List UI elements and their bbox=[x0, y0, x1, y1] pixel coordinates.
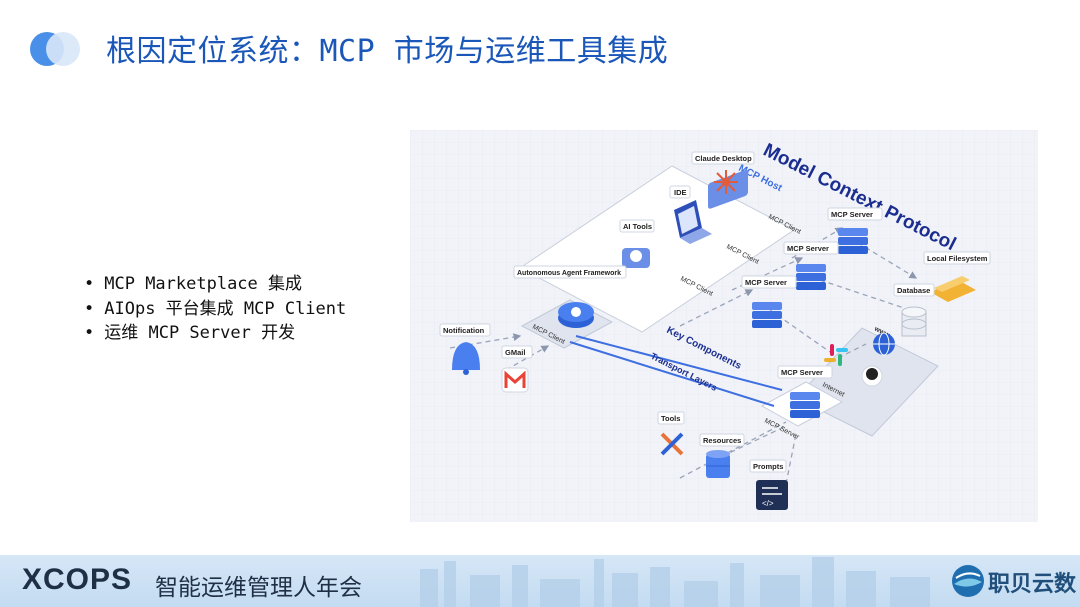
notification-label: Notification bbox=[443, 326, 485, 335]
slack-icon bbox=[824, 344, 848, 366]
mcp-server-node: MCP Server bbox=[783, 241, 839, 290]
svg-text:MCP Server: MCP Server bbox=[745, 278, 787, 287]
resources-icon bbox=[706, 450, 730, 478]
footer-brand: XCOPS bbox=[22, 563, 133, 596]
prompts-label: Prompts bbox=[753, 462, 783, 471]
city-skyline-graphic bbox=[420, 557, 930, 607]
tools-icon bbox=[660, 432, 684, 456]
company-name: 职贝云数 bbox=[988, 572, 1077, 597]
mcp-client-hub-icon bbox=[558, 302, 594, 328]
mcp-architecture-diagram: Model Context Protocol MCP Host Claude D… bbox=[410, 130, 1038, 522]
agent-framework-label: Autonomous Agent Framework bbox=[517, 270, 621, 277]
footer-event-name: 智能运维管理人年会 bbox=[155, 575, 362, 601]
slide-title: 根因定位系统：MCP 市场与运维工具集成 bbox=[106, 34, 669, 69]
ai-tools-icon bbox=[622, 248, 650, 268]
prompts-icon: </> bbox=[756, 480, 788, 510]
globe-icon bbox=[873, 332, 895, 356]
local-filesystem-label: Local Filesystem bbox=[927, 254, 988, 263]
resources-label: Resources bbox=[703, 436, 741, 445]
svg-text:</>: </> bbox=[762, 499, 774, 508]
mcp-server-node: MCP Server bbox=[827, 207, 883, 254]
svg-text:MCP Server: MCP Server bbox=[781, 368, 823, 377]
mcp-server-node: MCP Server bbox=[741, 275, 797, 328]
bullet-item: AIOps 平台集成 MCP Client bbox=[84, 297, 346, 322]
folder-icon bbox=[930, 276, 976, 302]
svg-text:MCP Server: MCP Server bbox=[831, 210, 873, 219]
bell-icon bbox=[452, 342, 480, 375]
company-logo-icon bbox=[952, 565, 984, 597]
svg-text:MCP Server: MCP Server bbox=[787, 244, 829, 253]
laptop-icon bbox=[674, 200, 712, 244]
database-icon bbox=[901, 306, 927, 337]
claude-desktop-label: Claude Desktop bbox=[695, 154, 752, 163]
github-icon bbox=[861, 365, 883, 387]
gmail-label: GMail bbox=[505, 348, 525, 357]
bullet-list: MCP Marketplace 集成 AIOps 平台集成 MCP Client… bbox=[84, 272, 346, 346]
ai-tools-label: AI Tools bbox=[623, 222, 652, 231]
ide-label: IDE bbox=[674, 188, 687, 197]
title-bubble-icon bbox=[30, 32, 80, 66]
mcp-server-node: MCP Server bbox=[777, 365, 833, 418]
claude-desktop-icon bbox=[708, 169, 748, 209]
tools-label: Tools bbox=[661, 414, 680, 423]
bullet-item: 运维 MCP Server 开发 bbox=[84, 321, 346, 346]
bullet-item: MCP Marketplace 集成 bbox=[84, 272, 346, 297]
database-label: Database bbox=[897, 286, 930, 295]
gmail-icon bbox=[501, 367, 529, 393]
footer-banner: XCOPS 智能运维管理人年会 职贝云数 bbox=[0, 555, 1080, 607]
